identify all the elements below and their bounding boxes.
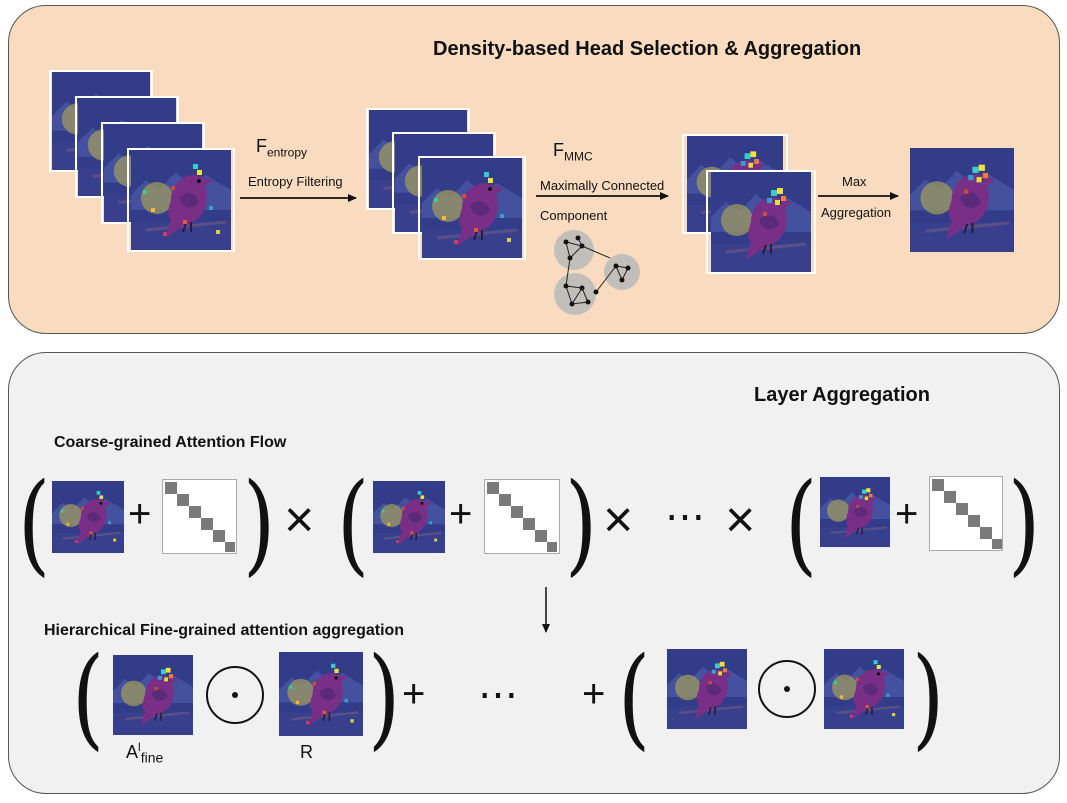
close-paren-3: ) bbox=[1008, 459, 1041, 587]
coarse-map-2 bbox=[370, 481, 448, 553]
open-paren-1: ( bbox=[18, 459, 51, 587]
open-paren-2: ( bbox=[337, 459, 370, 587]
plus-op-3: + bbox=[895, 492, 919, 536]
close-paren-4: ) bbox=[368, 633, 401, 761]
f-entropy-label: Fentropy bbox=[256, 136, 308, 160]
plus-op-2: + bbox=[449, 492, 473, 536]
plus-op-4: + bbox=[402, 672, 426, 716]
plus-op-5: + bbox=[582, 672, 606, 716]
bottom-panel-title: Layer Aggregation bbox=[754, 384, 930, 406]
mmc-label-line1: Maximally Connected bbox=[540, 178, 665, 193]
max-label-line1: Max bbox=[842, 174, 867, 189]
mmc-label-line2: Component bbox=[540, 208, 608, 223]
close-paren-2: ) bbox=[565, 459, 598, 587]
fine-map-a bbox=[107, 655, 199, 735]
identity-matrix-3 bbox=[929, 476, 1003, 551]
hadamard-op-2 bbox=[758, 660, 816, 718]
ellipsis-coarse: ⋯ bbox=[665, 495, 705, 539]
identity-matrix-1 bbox=[162, 479, 237, 554]
coarse-map-1 bbox=[51, 481, 125, 553]
open-paren-5: ( bbox=[618, 633, 651, 761]
times-op-3: × bbox=[725, 491, 756, 549]
coarse-grained-label: Coarse-grained Attention Flow bbox=[54, 434, 287, 451]
f-mmc-label: FMMC bbox=[553, 140, 593, 164]
r-label: R bbox=[300, 742, 313, 762]
times-op-1: × bbox=[284, 491, 315, 549]
open-paren-3: ( bbox=[785, 459, 818, 587]
filtered-map-3 bbox=[418, 156, 526, 260]
mmc-map-2 bbox=[706, 170, 816, 274]
head-map-4 bbox=[127, 148, 235, 252]
close-paren-5: ) bbox=[912, 633, 945, 761]
fine-map-r bbox=[275, 652, 367, 736]
max-label-line2: Aggregation bbox=[821, 205, 892, 220]
entropy-filtering-label: Entropy Filtering bbox=[248, 174, 343, 189]
hadamard-op-1 bbox=[206, 666, 264, 724]
times-op-2: × bbox=[603, 491, 634, 549]
open-paren-4: ( bbox=[72, 633, 105, 761]
plus-op-1: + bbox=[128, 492, 152, 536]
close-paren-1: ) bbox=[243, 459, 276, 587]
a-fine-label: Alfine bbox=[126, 740, 164, 766]
ellipsis-fine: ⋯ bbox=[478, 673, 518, 717]
identity-matrix-2 bbox=[484, 479, 560, 554]
top-panel-title: Density-based Head Selection & Aggregati… bbox=[433, 38, 862, 60]
coarse-map-3 bbox=[818, 477, 892, 547]
fine-map-last-r bbox=[818, 649, 910, 729]
fine-map-last-a bbox=[662, 649, 752, 729]
aggregated-map bbox=[907, 148, 1017, 252]
fine-grained-label: Hierarchical Fine-grained attention aggr… bbox=[44, 622, 405, 639]
